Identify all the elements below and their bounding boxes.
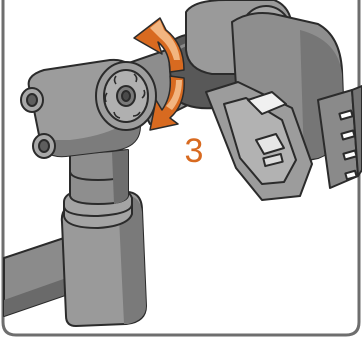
stem-face-cap — [96, 62, 156, 130]
spacer-shade — [112, 150, 128, 204]
bike-frame — [4, 188, 146, 326]
stem-bolt-lower-hole — [39, 140, 49, 152]
face-cap-bore — [122, 91, 130, 101]
stem-bolt-upper-hole — [27, 94, 37, 106]
steerer-column — [70, 150, 128, 204]
light-mount-assembly — [186, 0, 362, 200]
